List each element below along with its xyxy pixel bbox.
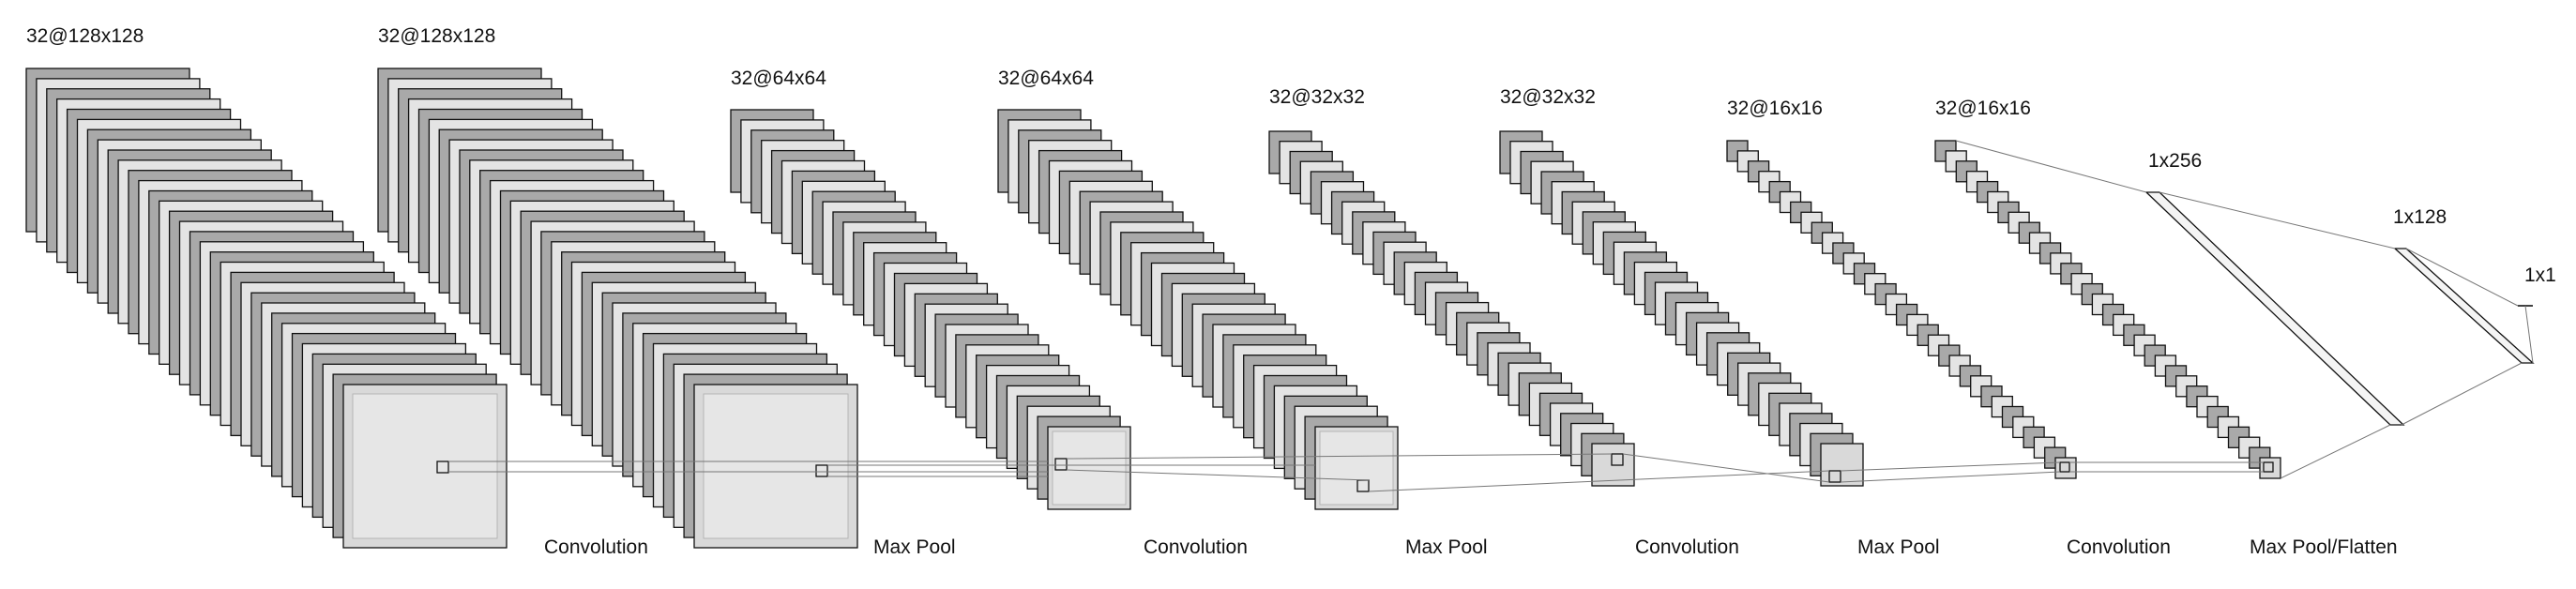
kernel-window [1611,453,1624,466]
dense-connection-line [2159,191,2396,249]
front-map-inner-highlight [1052,430,1127,506]
layer-8-stack [1934,140,2281,479]
kernel-window [815,464,828,477]
layer-dimension-labels: 32@128x128 32@128x128 32@64x64 32@64x64 … [26,25,2556,286]
layer-2-stack [377,68,858,549]
front-feature-map [1820,443,1864,487]
dense-connection-line [2280,424,2391,479]
operation-8-label: Max Pool/Flatten [2250,536,2398,558]
layer-2-dim-label: 32@128x128 [378,25,495,47]
dense-layer-1x128 [2393,248,2535,364]
layer-1-stack [25,68,508,549]
layer-9-dim-label: 1x256 [2148,150,2202,172]
layer-7-dim-label: 32@16x16 [1727,98,1823,119]
layer-8-dim-label: 32@16x16 [1935,98,2031,119]
operation-2-label: Max Pool [873,536,956,558]
operation-6-label: Max Pool [1857,536,1940,558]
connection-line [1368,470,1830,492]
operation-4-label: Max Pool [1405,536,1488,558]
connection-line [1840,461,2061,472]
feature-map-stacks [25,68,2281,549]
layer-3-stack [730,109,1131,510]
kernel-window [1054,458,1068,471]
kernel-window [2263,461,2274,473]
connection-line [1622,453,1830,483]
kernel-window [436,461,449,474]
layer-4-dim-label: 32@64x64 [998,68,1094,89]
operation-7-label: Convolution [2067,536,2171,558]
layer-6-stack [1499,130,1864,487]
kernel-window [2059,461,2070,473]
front-map-inner-highlight [352,393,498,539]
front-map-inner-highlight [1319,430,1394,506]
layer-6-dim-label: 32@32x32 [1500,86,1596,108]
kernel-window [1828,470,1841,483]
dense-connection-line [2524,305,2534,364]
layer-4-stack [997,109,1399,510]
layer-10-dim-label: 1x128 [2393,206,2447,228]
layer-3-dim-label: 32@64x64 [731,68,826,89]
operation-labels: Convolution Max Pool Convolution Max Poo… [544,536,2398,558]
dense-connection-line [2401,362,2523,426]
layer-5-dim-label: 32@32x32 [1269,86,1365,108]
front-map-inner-highlight [703,393,849,539]
dense-connection-line [1955,140,2147,193]
connection-lines [448,140,2534,492]
dense-layer-1x256 [2144,191,2405,426]
operation-5-label: Convolution [1635,536,1739,558]
connection-line [1840,471,2061,483]
connection-line [1066,469,1370,481]
front-feature-map [2259,457,2281,479]
operation-3-label: Convolution [1144,536,1248,558]
operation-1-label: Convolution [544,536,648,558]
dense-connection-line [2405,248,2519,307]
connection-line [1066,453,1613,460]
layer-1-dim-label: 32@128x128 [26,25,144,47]
layer-5-stack [1268,130,1635,487]
front-feature-map [2054,457,2077,479]
layer-11-dim-label: 1x1 [2524,264,2556,286]
